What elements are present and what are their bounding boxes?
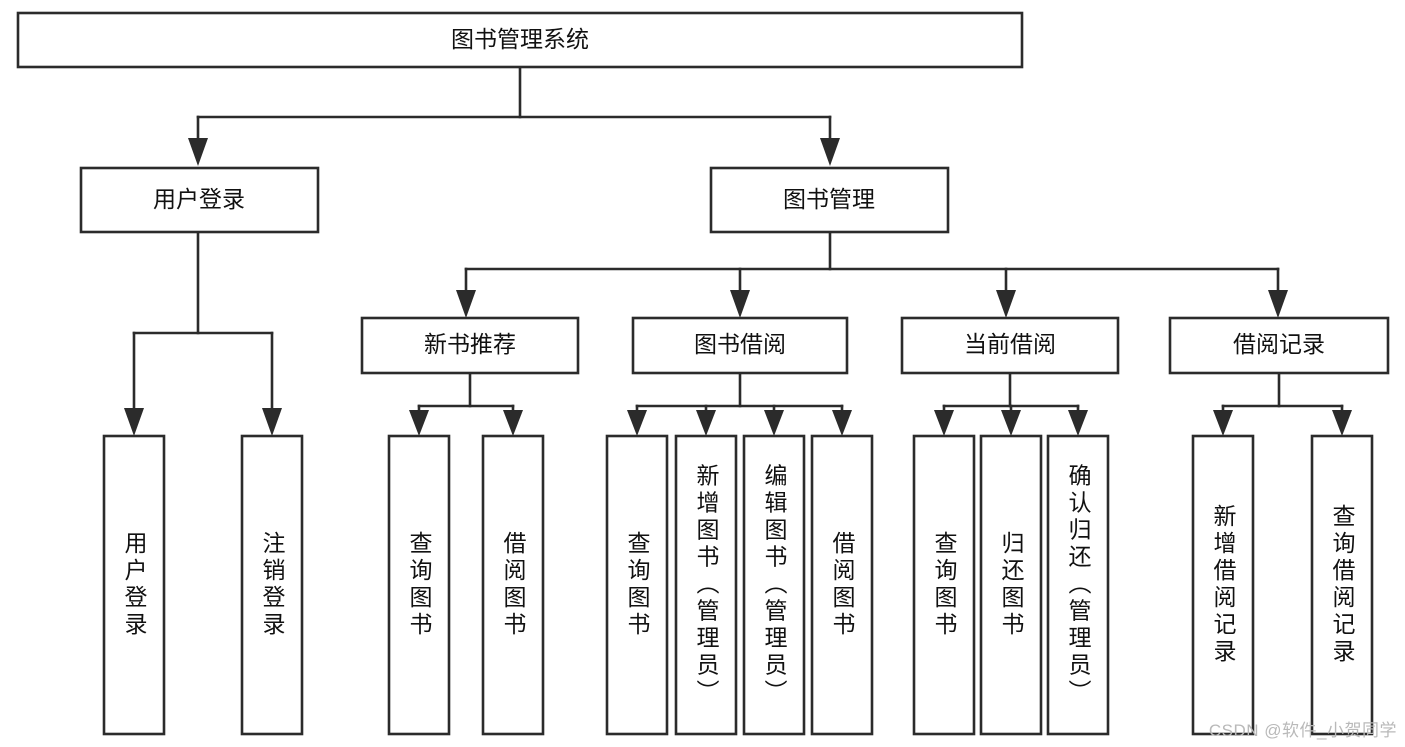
node-leaf-user-login-box[interactable]	[102, 434, 166, 736]
arrow-head-leaf-query-book-1	[409, 410, 429, 436]
node-leaf-borrow-book-rec-label: 借阅图书	[500, 531, 527, 639]
connector-user-login-to-leaves	[124, 230, 282, 436]
arrow-head-leaf-logout	[262, 408, 282, 436]
node-leaf-borrow-book-rec-box[interactable]	[481, 434, 545, 736]
node-borrowing-record[interactable]: 借阅记录	[1168, 316, 1390, 375]
node-borrowing-record-label: 借阅记录	[1233, 331, 1325, 357]
arrow-head-leaf-add-book	[696, 410, 716, 436]
node-leaf-user-login-label: 用户登录	[121, 531, 148, 639]
node-leaf-borrow-book-box[interactable]	[810, 434, 874, 736]
node-leaf-add-book-label: 新增图书（管理员）	[693, 464, 720, 707]
node-leaf-query-book-rec-label: 查询图书	[406, 531, 433, 639]
node-leaf-return-book[interactable]: 归还图书	[979, 434, 1043, 736]
node-leaf-borrow-book[interactable]: 借阅图书	[810, 434, 874, 736]
arrow-head-borrow-record	[1268, 290, 1288, 318]
node-leaf-borrow-book-label: 借阅图书	[829, 531, 856, 639]
node-leaf-query-book-borrow[interactable]: 查询图书	[605, 434, 669, 736]
arrow-head-leaf-return-book	[1001, 410, 1021, 436]
node-leaf-user-login[interactable]: 用户登录	[102, 434, 166, 736]
node-leaf-edit-book-box[interactable]	[742, 434, 806, 736]
node-leaf-query-book-borrow-label: 查询图书	[624, 531, 651, 639]
node-book-borrowing-box[interactable]	[631, 316, 849, 375]
node-leaf-add-book[interactable]: 新增图书（管理员）	[674, 434, 738, 736]
arrow-head-leaf-add-record	[1213, 410, 1233, 436]
node-leaf-borrow-book-rec[interactable]: 借阅图书	[481, 434, 545, 736]
arrow-head-leaf-query-book-3	[934, 410, 954, 436]
node-leaf-query-borrow-record-box[interactable]	[1310, 434, 1374, 736]
node-leaf-logout[interactable]: 注销登录	[240, 434, 304, 736]
node-user-login-label: 用户登录	[153, 186, 245, 212]
node-leaf-add-borrow-record[interactable]: 新增借阅记录	[1191, 434, 1255, 736]
arrow-head-leaf-query-book-2	[627, 410, 647, 436]
node-leaf-query-book-current[interactable]: 查询图书	[912, 434, 976, 736]
arrow-head-leaf-query-record	[1332, 410, 1352, 436]
node-leaf-query-book-current-box[interactable]	[912, 434, 976, 736]
arrow-head-book-mgmt	[820, 138, 840, 166]
node-root[interactable]: 图书管理系统	[16, 11, 1024, 69]
node-leaf-return-book-label: 归还图书	[998, 531, 1025, 639]
node-leaf-confirm-return-label: 确认归还（管理员）	[1065, 464, 1092, 707]
arrow-head-current-borrow	[996, 290, 1016, 318]
node-book-management[interactable]: 图书管理	[709, 166, 950, 234]
arrow-head-leaf-borrow-book-2	[832, 410, 852, 436]
connector-borrow-record-to-leaves	[1213, 371, 1352, 436]
connector-root-to-level2	[188, 65, 840, 166]
node-new-book-recommendation-label: 新书推荐	[424, 331, 516, 357]
node-leaf-query-book-borrow-box[interactable]	[605, 434, 669, 736]
node-book-management-box[interactable]	[709, 166, 950, 234]
node-leaf-logout-box[interactable]	[240, 434, 304, 736]
node-current-borrowing-box[interactable]	[900, 316, 1120, 375]
node-book-borrowing[interactable]: 图书借阅	[631, 316, 849, 375]
arrow-head-leaf-confirm-return	[1068, 410, 1088, 436]
node-root-box[interactable]	[16, 11, 1024, 69]
node-current-borrowing-label: 当前借阅	[964, 331, 1056, 357]
connector-new-book-rec-to-leaves	[409, 371, 523, 436]
watermark: CSDN @软件_小贺同学	[1208, 721, 1397, 740]
node-leaf-add-borrow-record-label: 新增借阅记录	[1210, 504, 1237, 666]
arrow-head-leaf-user-login	[124, 408, 144, 436]
node-leaf-query-borrow-record[interactable]: 查询借阅记录	[1310, 434, 1374, 736]
node-root-label: 图书管理系统	[451, 26, 589, 52]
arrow-head-user-login	[188, 138, 208, 166]
node-leaf-confirm-return[interactable]: 确认归还（管理员）	[1046, 434, 1110, 736]
node-leaf-logout-label: 注销登录	[259, 531, 286, 639]
node-new-book-recommendation[interactable]: 新书推荐	[360, 316, 580, 375]
node-leaf-add-book-box[interactable]	[674, 434, 738, 736]
node-current-borrowing[interactable]: 当前借阅	[900, 316, 1120, 375]
node-leaf-edit-book[interactable]: 编辑图书（管理员）	[742, 434, 806, 736]
connector-book-borrow-to-leaves	[627, 371, 852, 436]
arrow-head-new-book-rec	[456, 290, 476, 318]
arrow-head-leaf-edit-book	[764, 410, 784, 436]
node-leaf-return-book-box[interactable]	[979, 434, 1043, 736]
connector-book-mgmt-to-children	[456, 230, 1288, 318]
node-new-book-recommendation-box[interactable]	[360, 316, 580, 375]
node-user-login-box[interactable]	[79, 166, 320, 234]
node-leaf-query-book-rec[interactable]: 查询图书	[387, 434, 451, 736]
node-leaf-query-borrow-record-label: 查询借阅记录	[1329, 504, 1356, 666]
node-leaf-add-borrow-record-box[interactable]	[1191, 434, 1255, 736]
node-leaf-confirm-return-box[interactable]	[1046, 434, 1110, 736]
connector-current-borrow-to-leaves	[934, 371, 1088, 436]
node-leaf-query-book-rec-box[interactable]	[387, 434, 451, 736]
node-book-management-label: 图书管理	[783, 186, 875, 212]
node-leaf-edit-book-label: 编辑图书（管理员）	[761, 464, 788, 707]
node-user-login[interactable]: 用户登录	[79, 166, 320, 234]
arrow-head-leaf-borrow-book-1	[503, 410, 523, 436]
arrow-head-book-borrow	[730, 290, 750, 318]
node-leaf-query-book-current-label: 查询图书	[931, 531, 958, 639]
node-borrowing-record-box[interactable]	[1168, 316, 1390, 375]
node-book-borrowing-label: 图书借阅	[694, 331, 786, 357]
